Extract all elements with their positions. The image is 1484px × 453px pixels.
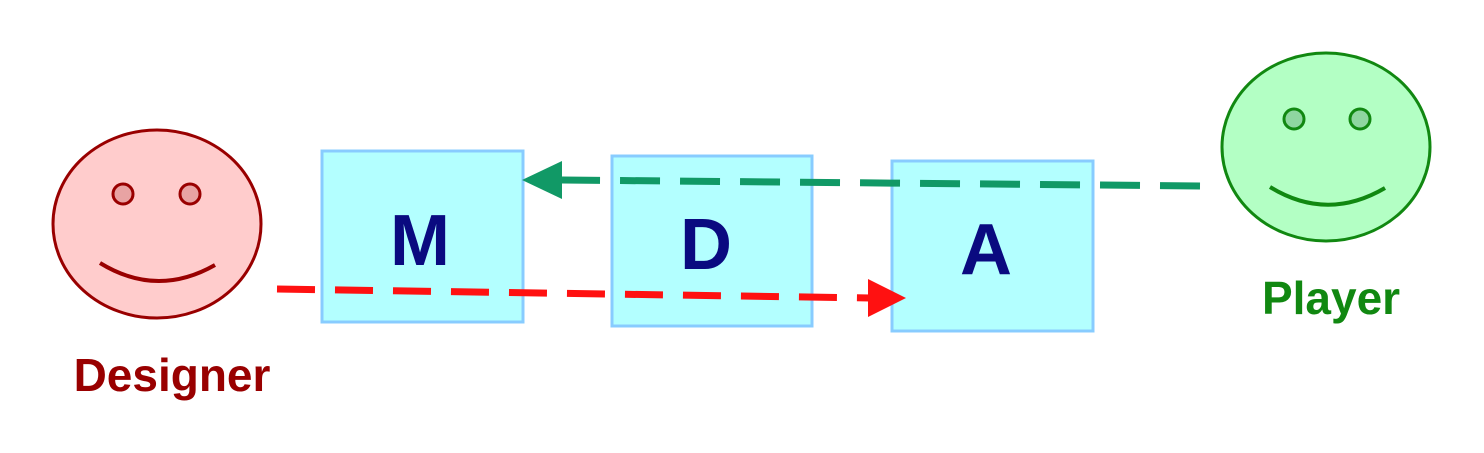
player-arrow-line	[561, 176, 1201, 190]
designer-arrow-head	[868, 279, 906, 317]
designer-arrow	[276, 279, 906, 317]
designer-mouth	[98, 261, 216, 283]
designer-left-eye	[111, 182, 135, 206]
box-a-rect	[890, 159, 1095, 333]
box-a-label: A	[960, 210, 1012, 290]
player-label: Player	[1262, 272, 1400, 324]
box-m-label: M	[390, 201, 450, 281]
player-face-outline	[1220, 51, 1432, 243]
box-mechanics: M	[320, 149, 525, 324]
designer-label: Designer	[74, 349, 271, 401]
player-right-eye	[1348, 107, 1372, 131]
smiley-face-icon	[1220, 51, 1432, 243]
player-arrow-head	[522, 161, 562, 199]
player-left-eye	[1282, 107, 1306, 131]
smiley-face-icon	[51, 128, 263, 320]
player-arrow	[522, 161, 1201, 199]
box-d-label: D	[680, 205, 732, 285]
designer-arrow-line	[276, 285, 871, 302]
designer-right-eye	[178, 182, 202, 206]
designer-face-outline	[51, 128, 263, 320]
player-mouth	[1268, 185, 1387, 207]
box-aesthetics: A	[890, 159, 1095, 333]
